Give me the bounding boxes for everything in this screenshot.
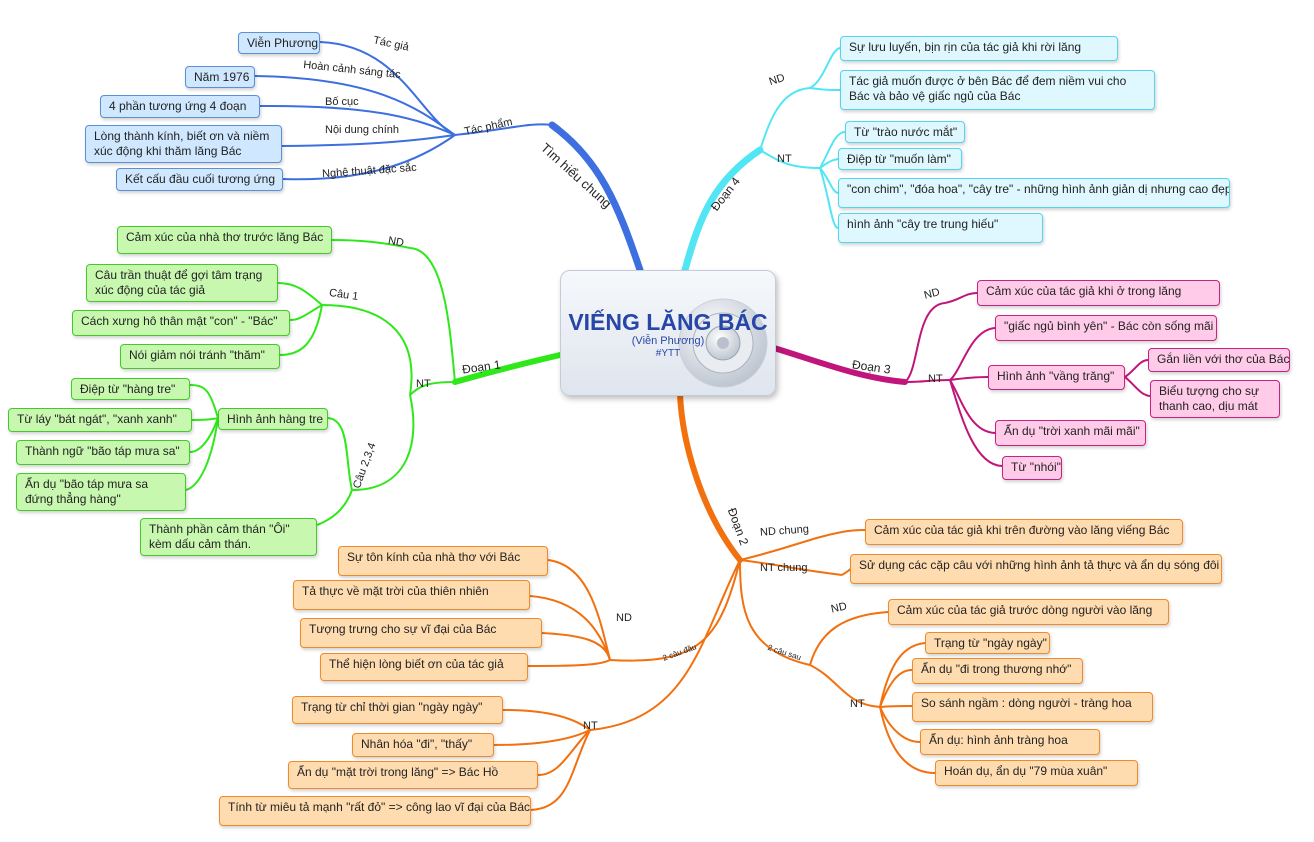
node-d2-nd-chung-1[interactable]: Cảm xúc của tác giả khi trên đường vào l…: [865, 519, 1183, 545]
node-d3-nt-3[interactable]: Ẩn dụ "trời xanh mãi mãi": [995, 420, 1146, 446]
node-d1-c1-a[interactable]: Câu trần thuật để gợi tâm trạng xúc động…: [86, 264, 278, 302]
node-d4-nt-2[interactable]: Điệp từ "muốn làm": [838, 148, 962, 170]
node-hinh-anh-hang-tre[interactable]: Hình ảnh hàng tre: [218, 408, 328, 430]
branch-line-doan-2: [677, 391, 743, 563]
node-d2-cd-nd-2[interactable]: Tả thực về mặt trời của thiên nhiên: [293, 580, 530, 610]
node-d1-nd-1[interactable]: Cảm xúc của nhà thơ trước lăng Bác: [117, 226, 332, 254]
node-d2-cd-nd-1[interactable]: Sự tôn kính của nhà thơ với Bác: [338, 546, 548, 576]
label-nt-chung: NT chung: [760, 562, 808, 574]
label-d1-nd: ND: [387, 234, 405, 250]
node-d1-ht-1[interactable]: Điệp từ "hàng tre": [71, 378, 190, 400]
node-d1-c1-b[interactable]: Cách xưng hô thân mật "con" - "Bác": [72, 310, 290, 336]
node-d1-c1-c[interactable]: Nói giảm nói tránh "thăm": [120, 344, 280, 369]
node-d2-cs-nt-1[interactable]: Trạng từ "ngày ngày": [925, 632, 1050, 654]
node-d2-cs-nt-3[interactable]: So sánh ngầm : dòng người - tràng hoa: [912, 692, 1153, 722]
target-icon: [678, 298, 768, 388]
label-d3-nt: NT: [928, 373, 943, 385]
node-d1-ht-4[interactable]: Ẩn dụ "bão táp mưa sa đứng thẳng hàng": [16, 473, 186, 511]
node-d2-cd-nt-1[interactable]: Trạng từ chỉ thời gian "ngày ngày": [292, 696, 503, 724]
branch-line-doan-1: [452, 352, 563, 385]
node-d2-nt-chung-1[interactable]: Sử dụng các cặp câu với những hình ảnh t…: [850, 554, 1222, 584]
node-d4-nt-4[interactable]: hình ảnh "cây tre trung hiếu": [838, 213, 1043, 243]
node-noi-dung[interactable]: Lòng thành kính, biết ơn và niềm xúc độn…: [85, 125, 282, 163]
node-d1-ht-2[interactable]: Từ láy "bát ngát", "xanh xanh": [8, 408, 192, 432]
node-d3-nt-1[interactable]: "giấc ngủ bình yên" - Bác còn sống mãi: [995, 315, 1217, 341]
label-cs-nt: NT: [850, 698, 865, 710]
node-d1-ht-5[interactable]: Thành phần cảm thán "Ôi" kèm dấu cảm thá…: [140, 518, 317, 556]
central-tag: #YTT: [655, 348, 681, 359]
node-d3-nt-4[interactable]: Từ "nhói": [1002, 456, 1062, 480]
node-d2-cs-nd-1[interactable]: Cảm xúc của tác giả trước dòng người vào…: [888, 599, 1169, 625]
label-cd-nd: ND: [616, 612, 632, 624]
node-d2-cd-nd-4[interactable]: Thể hiện lòng biết ơn của tác giả: [320, 653, 528, 681]
node-d4-nd-2[interactable]: Tác giả muốn được ở bên Bác để đem niềm …: [840, 70, 1155, 110]
label-d4-nt: NT: [777, 153, 792, 165]
node-d3-nd-1[interactable]: Cảm xúc của tác giả khi ở trong lăng: [977, 280, 1220, 306]
node-vien-phuong[interactable]: Viễn Phương: [238, 32, 320, 54]
node-nam-1976[interactable]: Năm 1976: [185, 66, 255, 88]
node-d4-nt-3[interactable]: "con chim", "đóa hoa", "cây tre" - những…: [838, 178, 1230, 208]
branch-line-doan-3: [771, 345, 908, 385]
label-noi-dung: Nội dung chính: [325, 124, 399, 136]
node-d2-cs-nt-2[interactable]: Ẩn dụ "đi trong thương nhớ": [912, 658, 1083, 684]
node-bo-cuc[interactable]: 4 phần tương ứng 4 đoạn: [100, 95, 260, 118]
central-subtitle: (Viễn Phương): [631, 335, 705, 347]
node-d4-nd-1[interactable]: Sự lưu luyến, bịn rịn của tác giả khi rờ…: [840, 36, 1118, 61]
node-d3-nt-2b[interactable]: Biểu tượng cho sự thanh cao, dịu mát: [1150, 380, 1280, 418]
node-d1-ht-3[interactable]: Thành ngữ "bão táp mưa sa": [16, 440, 190, 465]
node-d3-nt-2a[interactable]: Gắn liền với thơ của Bác: [1148, 348, 1290, 372]
node-d2-cd-nt-2[interactable]: Nhân hóa "đi", "thấy": [352, 733, 494, 757]
central-title: VIẾNG LĂNG BÁC: [568, 309, 768, 335]
node-d2-cs-nt-4[interactable]: Ẩn dụ: hình ảnh tràng hoa: [920, 729, 1100, 755]
label-d1-nt: NT: [416, 378, 431, 390]
node-d2-cd-nd-3[interactable]: Tượng trưng cho sự vĩ đại của Bác: [300, 618, 542, 648]
node-d2-cd-nt-3[interactable]: Ẩn dụ "mặt trời trong lăng" => Bác Hồ: [288, 761, 538, 789]
branch-line-doan-4: [681, 146, 764, 274]
node-d3-nt-2[interactable]: Hình ảnh "vầng trăng": [988, 365, 1125, 390]
label-bo-cuc: Bố cục: [325, 96, 359, 108]
node-nghe-thuat[interactable]: Kết cấu đầu cuối tương ứng: [116, 168, 283, 191]
branch-line-tim-hieu-chung: [548, 121, 644, 274]
label-cd-nt: NT: [583, 720, 598, 732]
node-d2-cs-nt-5[interactable]: Hoán dụ, ẩn dụ "79 mùa xuân": [935, 760, 1138, 786]
central-topic[interactable]: VIẾNG LĂNG BÁC (Viễn Phương) #YTT: [560, 270, 776, 396]
node-d4-nt-1[interactable]: Từ "trào nước mắt": [845, 121, 965, 143]
node-d2-cd-nt-4[interactable]: Tính từ miêu tả mạnh "rất đỏ" => công la…: [219, 796, 531, 826]
